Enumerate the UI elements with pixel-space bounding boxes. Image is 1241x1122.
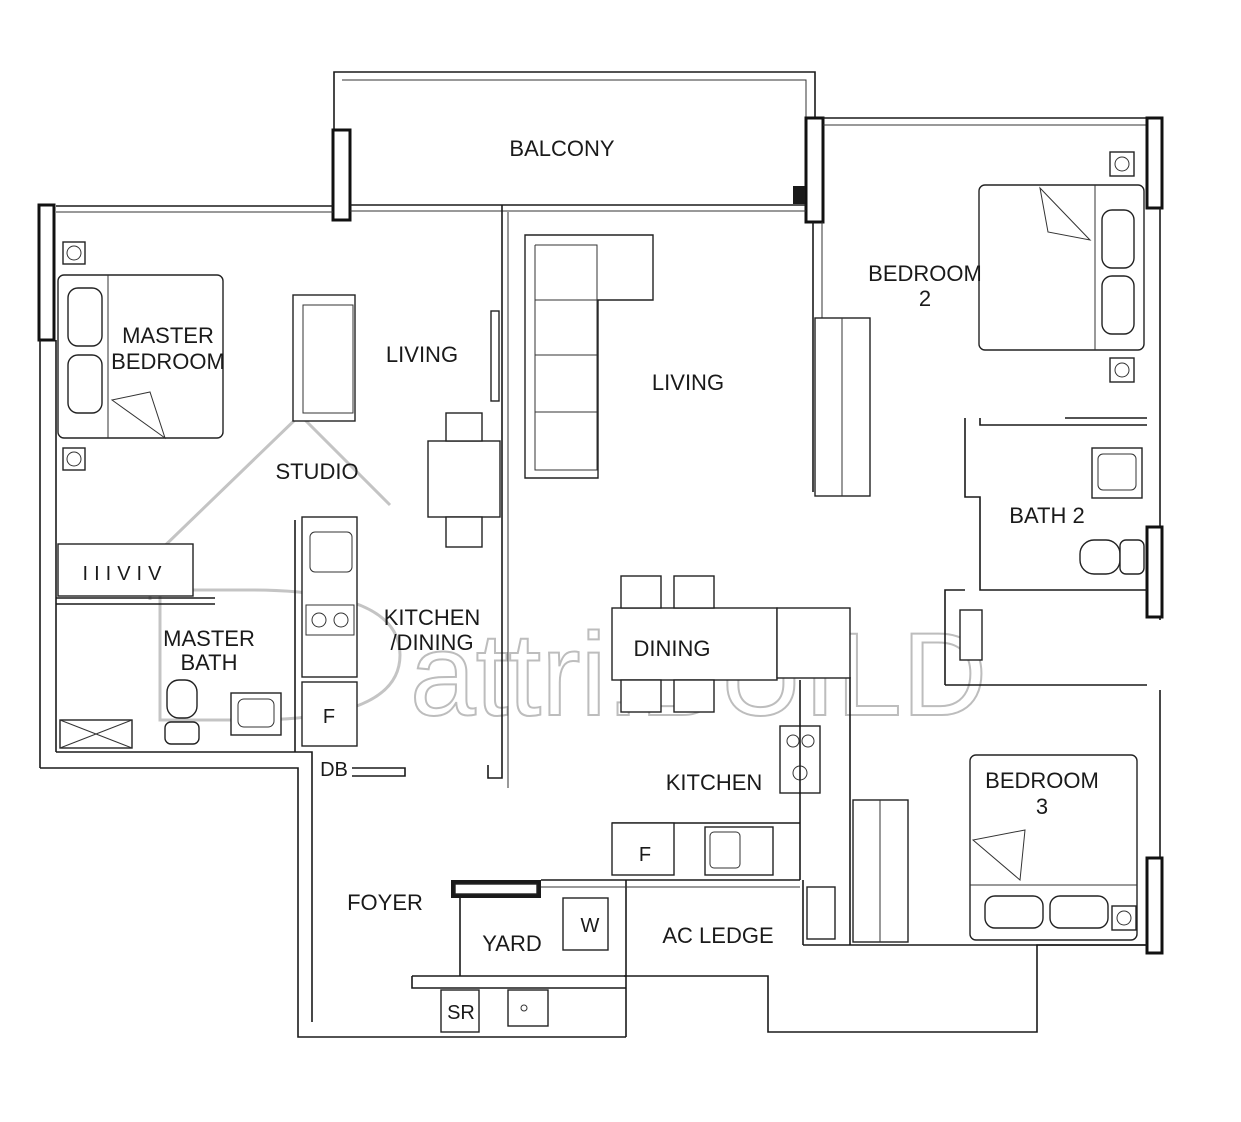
studio-sofa [292,294,356,422]
kitchen-dining-label-2: /DINING [390,630,473,655]
bedroom3-label-1: BEDROOM [985,768,1099,793]
master-bedroom-label-1: MASTER [122,323,214,348]
bedroom2-nightstand-top [1109,151,1135,177]
bedroom3-bed-sheet [971,829,1026,881]
yard-sink [507,989,549,1027]
master-nightstand-bottom [62,447,86,471]
studio-label: STUDIO [275,459,358,484]
foyer-label: FOYER [347,890,423,915]
column-small [793,186,805,204]
bath2-top-wall [979,418,1147,426]
master-nightstand-top [62,241,86,265]
studio-fridge-label: F [323,706,335,728]
bedroom2-bed-sheet [1039,186,1092,241]
room-labels: BALCONY MASTER BEDROOM LIVING STUDIO LIV… [111,136,1099,1024]
divider-door [490,310,500,402]
balcony-label: BALCONY [509,136,614,161]
sr-box [440,989,480,1033]
kitchen-fridge [611,822,675,876]
bedroom3-bed [969,754,1138,941]
bedroom2-pillow-2 [1101,275,1135,335]
bedroom2-label-2: 2 [919,286,931,311]
yard-washer [562,897,609,951]
kitchen-label: KITCHEN [666,770,763,795]
balcony-pillar-right [804,116,825,224]
master-bath-label-1: MASTER [163,626,255,651]
balcony-pillar-left [331,128,352,222]
master-pillar [37,203,56,342]
master-bath-label-2: BATH [180,650,237,675]
dining-cabinet [776,607,851,679]
outer-walls [37,71,1164,1038]
foyer-wall-inner [56,751,313,1022]
master-toilet [166,679,198,719]
studio-hob [305,604,355,636]
db-label: DB [320,759,348,781]
living-sofa [524,234,654,479]
bedroom3-pillar [1145,856,1164,955]
ac-ledge-label: AC LEDGE [662,923,773,948]
bedroom3-label-2: 3 [1036,794,1048,819]
dining-label: DINING [634,636,711,661]
dining-chair-4 [673,679,715,713]
interior-walls [56,186,1147,1037]
db-wall [352,767,406,777]
washer-label: W [581,915,600,937]
furniture: IIIVIV [57,151,1145,1027]
bedroom3-pillow-2 [1049,895,1109,929]
bedroom2-label-1: BEDROOM [868,261,982,286]
studio-chair-1 [445,412,483,442]
yard-top-wall-fill [454,883,538,895]
studio-living-label: LIVING [386,342,458,367]
master-wardrobe [57,543,194,597]
master-basin [230,692,282,736]
bath2-toilet [1079,539,1121,575]
dining-chair-1 [620,575,662,609]
bath2-wall [964,418,1147,591]
bedroom2-pillar [1145,116,1164,210]
master-bed-sheet [110,391,166,440]
master-bedroom-label-2: BEDROOM [111,349,225,374]
kitchen-dining-label-1: KITCHEN [384,605,481,630]
bedroom2-nightstand-bottom [1109,357,1135,383]
master-wardrobe-hangers: IIIVIV [83,563,168,585]
ac-ledge-wall [624,944,1147,1033]
bedroom3-pillow-1 [984,895,1044,929]
studio-sink [309,531,353,573]
dining-chair-3 [620,679,662,713]
kitchen-ac-unit [806,886,836,940]
master-pillow-1 [67,287,103,347]
master-toilet-tank [164,721,200,745]
studio-kitchen-counter [301,516,358,678]
bath2-toilet-tank [1119,539,1145,575]
kitchen-fridge-label: F [639,844,651,866]
bath2-shower-wall [944,589,965,685]
studio-divider [487,205,503,779]
foyer-wall [40,767,626,1038]
bedroom3-nightstand [1111,905,1137,931]
master-pillow-2 [67,354,103,414]
balcony-rail-inner [342,79,807,118]
yard-bottom-wall [411,976,626,989]
studio-table [427,440,501,518]
bath2-shower [959,609,983,661]
living-label: LIVING [652,370,724,395]
bedroom2-pillow-1 [1101,209,1135,269]
yard-label: YARD [482,931,542,956]
studio-chair-2 [445,516,483,548]
dining-chair-2 [673,575,715,609]
bath2-label: BATH 2 [1009,503,1084,528]
bath2-pillar [1145,525,1164,619]
sr-label: SR [447,1002,475,1024]
studio-fridge [301,681,358,747]
